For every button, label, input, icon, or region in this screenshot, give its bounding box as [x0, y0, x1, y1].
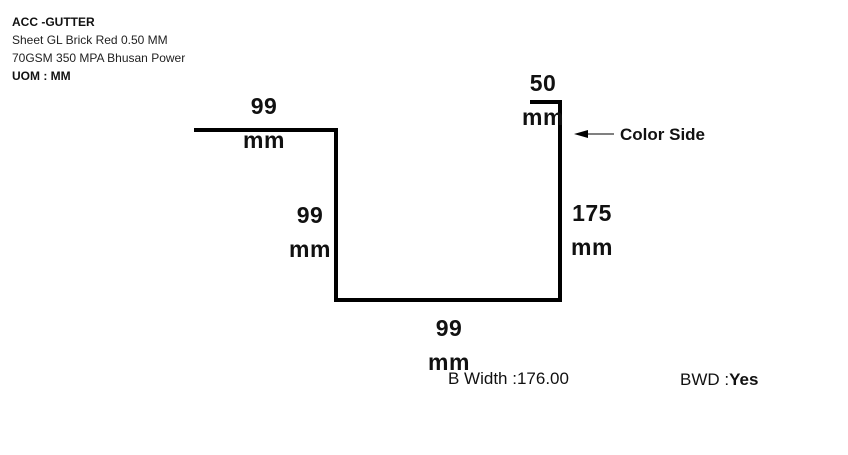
dimension-value: 99 — [250, 93, 278, 119]
dimension-value: 99 — [296, 202, 324, 228]
dimension-top-right-hem: 50 mm — [515, 66, 571, 134]
dimension-unit: mm — [571, 234, 613, 260]
bwd-value: Yes — [729, 370, 759, 389]
b-width-note: B Width :176.00 — [448, 369, 569, 389]
dimension-left-wall: 99 mm — [282, 198, 338, 266]
dimension-value: 175 — [572, 200, 612, 226]
profile-header: ACC -GUTTER Sheet GL Brick Red 0.50 MM 7… — [12, 13, 185, 85]
b-width-value: 176.00 — [516, 369, 569, 388]
dimension-top-left-flange: 99 mm — [236, 89, 292, 157]
gutter-profile-line — [194, 100, 562, 302]
sheet-spec-line: Sheet GL Brick Red 0.50 MM — [12, 33, 168, 47]
dimension-unit: mm — [289, 236, 331, 262]
dimension-unit: mm — [243, 127, 285, 153]
color-side-label: Color Side — [620, 125, 706, 144]
color-side-arrow-head — [574, 130, 588, 138]
b-width-label: B Width : — [448, 369, 517, 388]
dimension-unit: mm — [428, 349, 470, 375]
bwd-note: BWD :Yes — [680, 370, 758, 390]
dimension-right-wall: 175 mm — [562, 196, 622, 264]
profile-title: ACC -GUTTER — [12, 15, 95, 29]
dimension-value: 99 — [435, 315, 463, 341]
dimension-unit: mm — [522, 104, 564, 130]
material-spec-line: 70GSM 350 MPA Bhusan Power — [12, 51, 186, 65]
dimension-bottom: 99 mm — [421, 311, 477, 379]
uom-label: UOM : MM — [12, 69, 71, 83]
dimension-value: 50 — [529, 70, 557, 96]
bwd-label: BWD : — [680, 370, 730, 389]
